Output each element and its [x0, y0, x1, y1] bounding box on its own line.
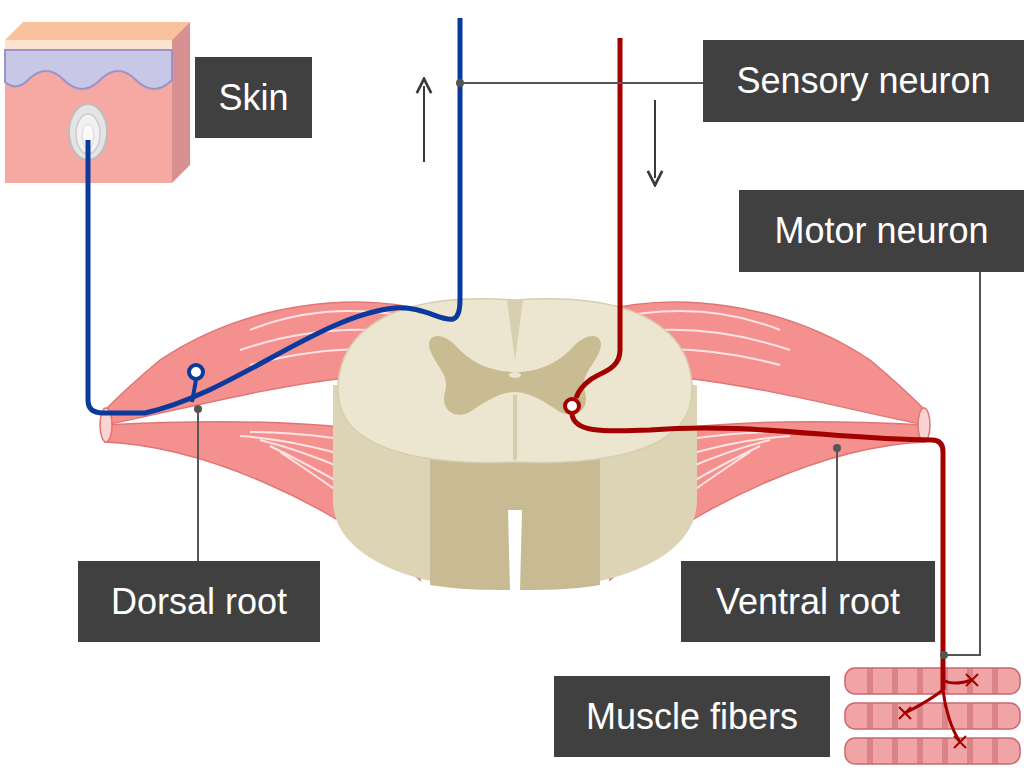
motor-neuron — [565, 38, 978, 748]
label-text: Dorsal root — [111, 582, 287, 622]
spinal-cord-part — [509, 372, 521, 378]
leader-lines-part — [945, 272, 980, 655]
label-box: Dorsal root — [78, 561, 320, 642]
direction-arrows-part — [654, 100, 656, 178]
leader-lines-part — [833, 444, 841, 452]
motor-neuron-part — [905, 680, 972, 742]
leader-lines-part — [194, 405, 202, 413]
label-box: Sensory neuron — [703, 40, 1024, 122]
sensory-neuron-part — [189, 365, 203, 379]
leader-lines-part — [836, 448, 838, 561]
label-box: Ventral root — [681, 561, 935, 642]
skin-block-part — [5, 22, 190, 40]
muscle-fiber-part — [845, 738, 1020, 764]
motor-neuron-part — [899, 674, 978, 748]
sensory-neuron — [88, 18, 460, 413]
muscle-fiber-part — [870, 703, 995, 729]
label-text: Sensory neuron — [736, 61, 990, 101]
muscle-fiber — [845, 738, 1020, 764]
spinal-cord — [333, 299, 697, 590]
skin-block-part — [5, 50, 172, 89]
muscle-fiber-part — [845, 703, 1020, 729]
leader-lines-part — [940, 651, 948, 659]
label-box: Muscle fibers — [554, 676, 830, 757]
muscle-fiber-part — [870, 668, 995, 694]
muscle-fiber — [845, 668, 1020, 694]
spinal-cord-part — [508, 510, 522, 590]
spinal-cord-part — [338, 299, 692, 463]
leader-lines-part — [456, 79, 464, 87]
label-text: Muscle fibers — [586, 697, 798, 737]
sensory-neuron-part — [192, 380, 196, 402]
motor-neuron-part — [565, 399, 579, 413]
motor-neuron-part — [572, 414, 943, 690]
label-text: Motor neuron — [774, 211, 988, 251]
label-box: Motor neuron — [739, 190, 1024, 272]
muscle-fiber-part — [870, 738, 995, 764]
skin-block-part — [5, 40, 172, 50]
sensory-neuron-part — [88, 18, 460, 413]
direction-arrows-part — [423, 86, 425, 162]
label-box: Skin — [195, 57, 312, 138]
muscle-fibers — [845, 668, 1020, 764]
spinal-cord-part — [507, 300, 523, 360]
label-text: Skin — [218, 78, 288, 118]
skin-block-part — [172, 22, 190, 183]
muscle-fiber — [845, 703, 1020, 729]
motor-neuron-part — [576, 38, 620, 398]
label-text: Ventral root — [716, 582, 900, 622]
leader-lines-part — [460, 82, 703, 84]
muscle-fiber-part — [845, 668, 1020, 694]
right-roots-part — [918, 408, 930, 442]
direction-arrows — [424, 86, 655, 178]
leader-lines-part — [197, 409, 199, 561]
skin-block — [5, 22, 190, 183]
spinal-cord-part — [513, 395, 517, 460]
